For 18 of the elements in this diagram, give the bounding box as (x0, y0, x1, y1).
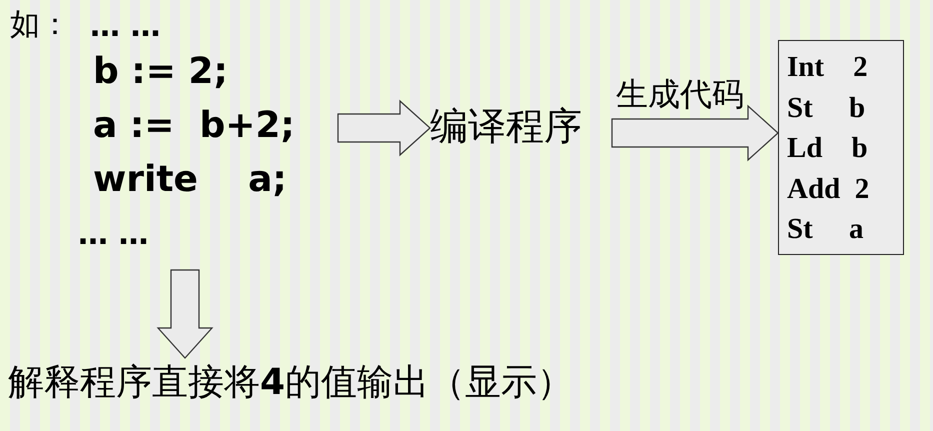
code-line: b := 2; (93, 52, 228, 92)
instruction-line: St a (787, 212, 865, 247)
instruction-line: Ld b (787, 131, 869, 166)
code-line: … … (78, 218, 148, 251)
program-label: 编译程序 (430, 104, 582, 148)
block-arrow (337, 100, 431, 156)
code-line: … … (90, 10, 160, 43)
code-line: a := b+2; (93, 106, 295, 146)
output-sentence: 解释程序直接将4的值输出（显示） (8, 362, 574, 403)
instruction-line: Add 2 (787, 172, 870, 206)
instruction-box (778, 40, 904, 255)
block-arrow (611, 104, 779, 162)
code-line: write a; (93, 160, 287, 200)
edge-label: 生成代码 (616, 74, 744, 115)
instruction-line: Int 2 (787, 50, 869, 85)
prefix-label: 如： (10, 8, 70, 41)
block-arrow (156, 269, 214, 359)
instruction-line: St b (787, 90, 866, 126)
